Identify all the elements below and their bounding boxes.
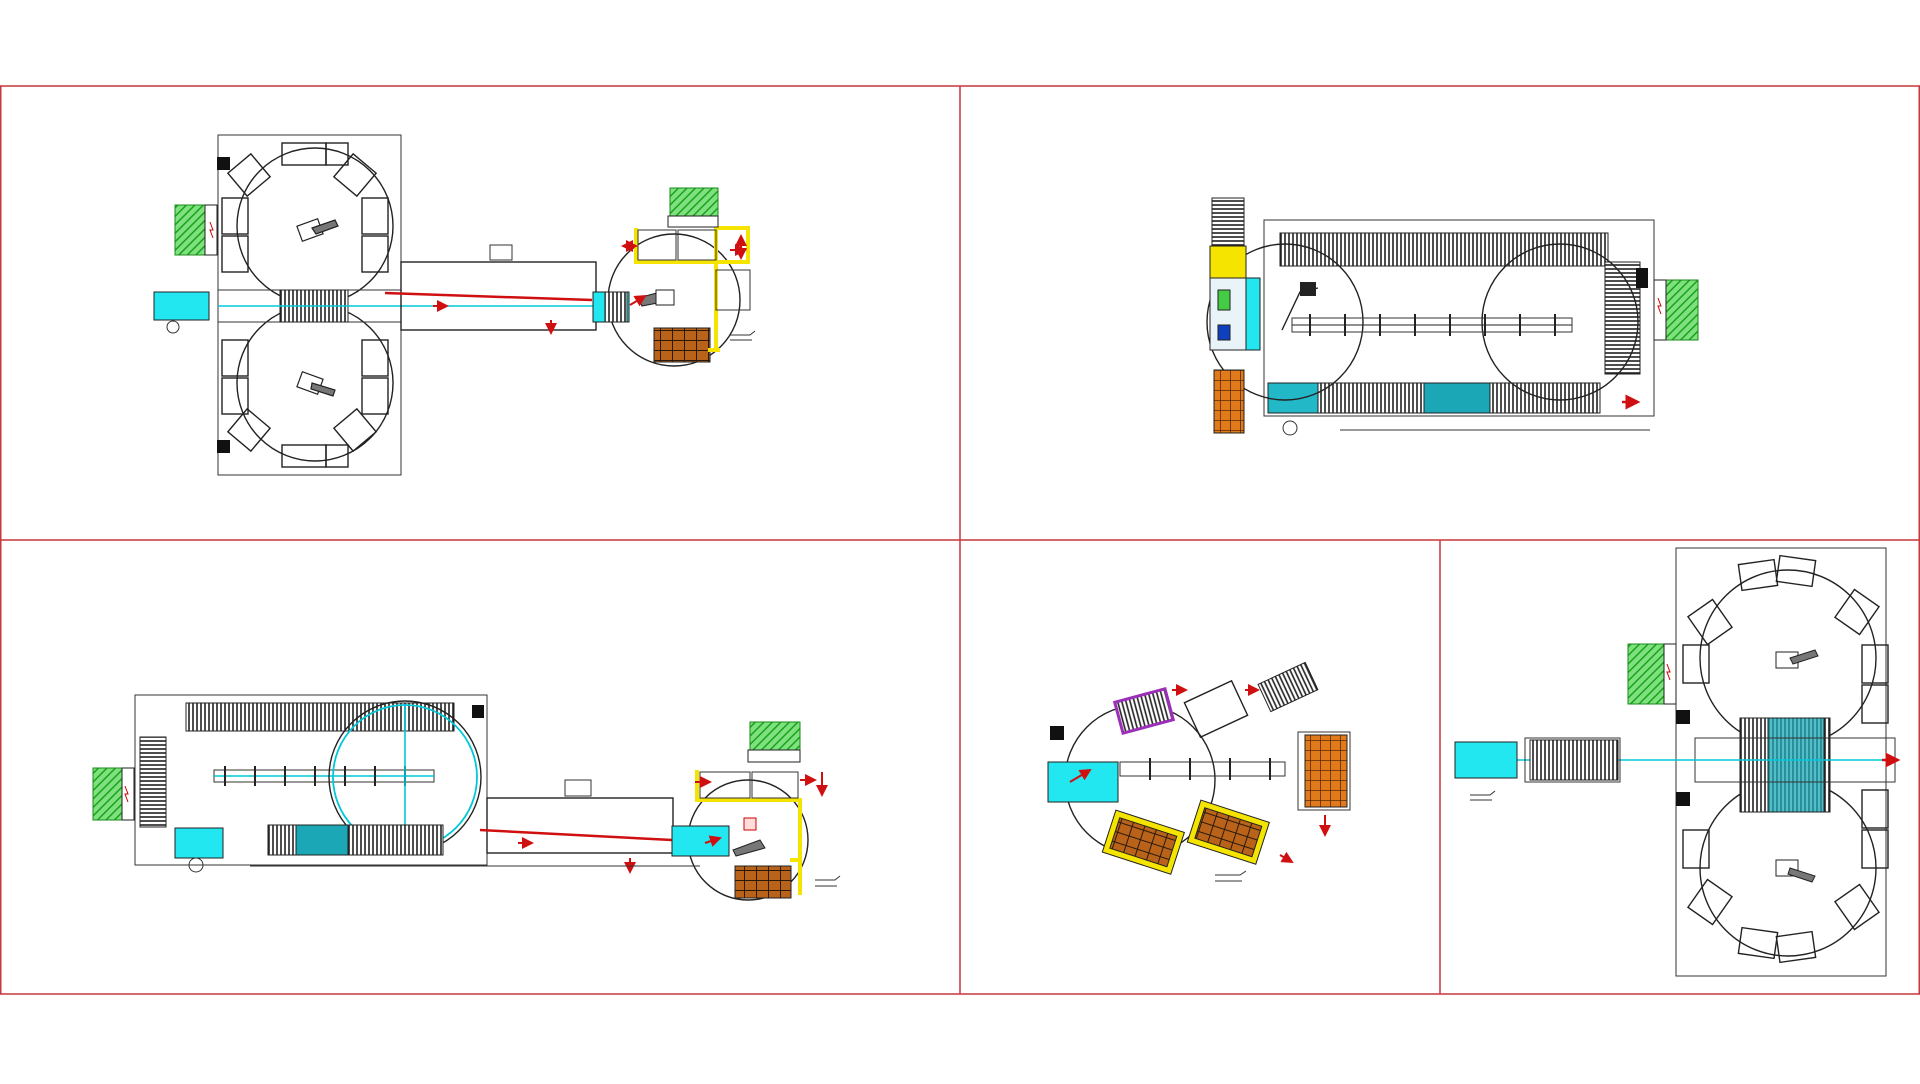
layout-panel-a [153,134,756,476]
conveyor-icon [1279,232,1609,267]
layout-panel-e [1454,547,1901,977]
pallet-icon [1304,734,1348,808]
infeed-station [153,291,210,321]
electrical-cabinet-icon [92,767,135,821]
robot-cell-icon [221,142,394,468]
electrical-cabinet-icon [1627,643,1677,705]
electrical-cabinet-icon [1653,279,1699,341]
pallet-icon [653,327,711,363]
electrical-cabinet-icon [174,204,218,256]
robot-reach-circle-icon [1206,243,1639,401]
gantry-icon [1281,282,1573,336]
conveyor-icon [185,702,455,732]
sheet-frame [0,85,1920,995]
layout-panel-b [1206,197,1699,436]
gantry-icon [213,766,435,786]
layout-panel-c [92,694,841,901]
layout-panel-d [1047,661,1351,882]
pallet-icon [734,865,792,899]
